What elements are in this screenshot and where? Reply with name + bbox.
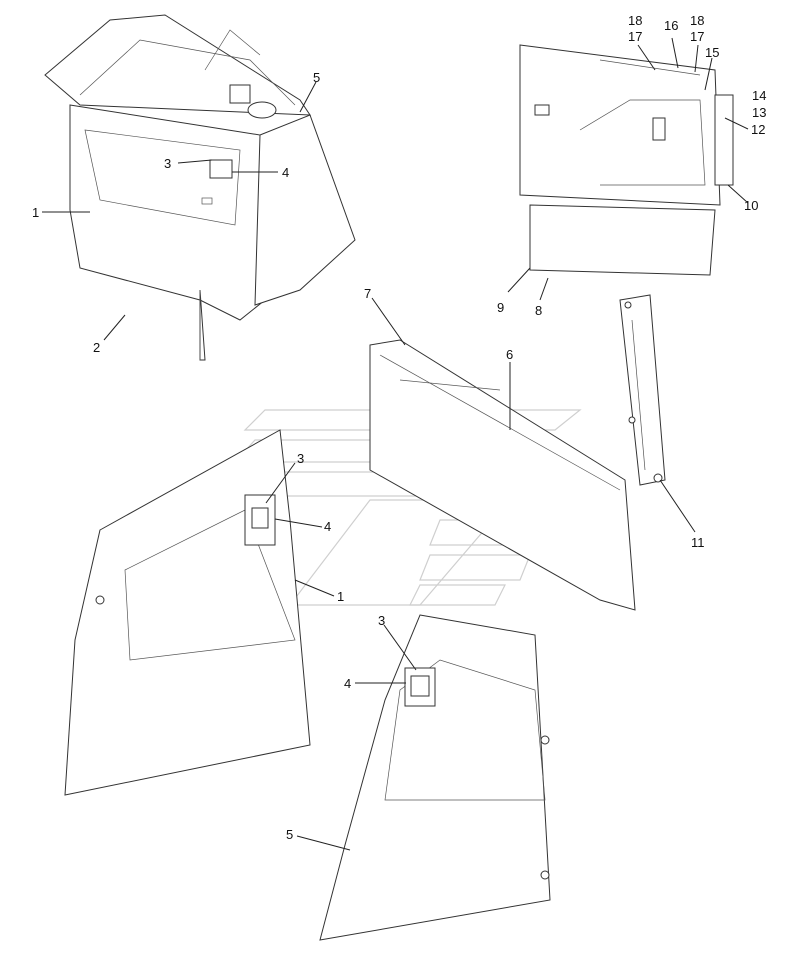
callout-8: 8 [535,303,542,318]
right-side-panel [319,614,551,941]
callout-13: 13 [752,105,766,120]
callout-17-left: 17 [628,29,642,44]
callout-1-left-panel: 1 [337,589,344,604]
callout-18-left: 18 [628,13,642,28]
rear-housing-assembly [519,44,734,276]
callout-4-cab: 4 [282,165,289,180]
callout-16: 16 [664,18,678,33]
callout-4-right-panel: 4 [344,676,351,691]
callout-14: 14 [752,88,766,103]
left-side-panel [64,429,311,796]
cab-assembly [44,14,356,361]
callout-3-left-panel: 3 [297,451,304,466]
long-panel [369,339,636,611]
callout-7: 7 [364,286,371,301]
callout-15: 15 [705,45,719,60]
callout-labels: 1 2 3 4 5 18 17 16 18 17 15 14 13 12 10 … [32,13,766,842]
callout-10: 10 [744,198,758,213]
callout-3-right-panel: 3 [378,613,385,628]
callout-4-left-panel: 4 [324,519,331,534]
callout-3-cab: 3 [164,156,171,171]
callout-11: 11 [691,535,705,550]
callout-5-right-panel: 5 [286,827,293,842]
hinge-bracket [619,294,666,486]
callout-18-right: 18 [690,13,704,28]
callout-5-cab: 5 [313,70,320,85]
callout-17-right: 17 [690,29,704,44]
callout-6: 6 [506,347,513,362]
leader-lines [42,37,749,851]
callout-1-cab: 1 [32,205,39,220]
callout-12: 12 [751,122,765,137]
callout-9: 9 [497,300,504,315]
callout-2: 2 [93,340,100,355]
